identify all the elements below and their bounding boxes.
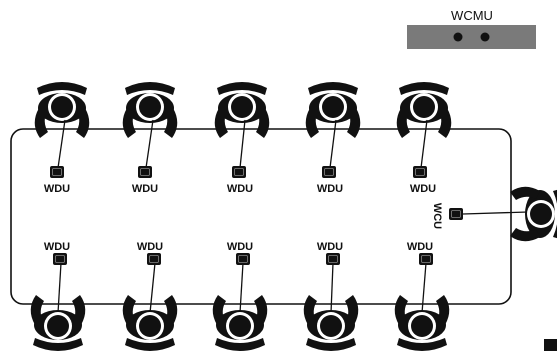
corner-mark bbox=[544, 339, 557, 351]
seat-top-5: WDU bbox=[396, 82, 452, 195]
bottom-row: WDU WDU WDU WDU WDU bbox=[30, 241, 450, 351]
mic-cable bbox=[329, 119, 337, 169]
microphone-unit-icon bbox=[321, 165, 337, 179]
seat-top-1: WDU bbox=[34, 82, 90, 195]
mic-cable bbox=[149, 262, 156, 314]
seat-top-2: WDU bbox=[122, 82, 178, 195]
wcu-label: WCU bbox=[431, 203, 443, 229]
wdu-label-bottom-5: WDU bbox=[407, 241, 433, 253]
mic-cable bbox=[330, 262, 334, 314]
wdu-label-top-1: WDU bbox=[44, 183, 70, 195]
microphone-unit-icon bbox=[412, 165, 428, 179]
wdu-label-top-5: WDU bbox=[410, 183, 436, 195]
wcmu-label: WCMU bbox=[451, 8, 493, 23]
seat-bottom-3: WDU bbox=[212, 241, 268, 351]
wdu-label-bottom-1: WDU bbox=[44, 241, 70, 253]
wdu-label-bottom-4: WDU bbox=[317, 241, 343, 253]
mic-cable bbox=[239, 119, 246, 169]
microphone-unit-icon bbox=[146, 252, 162, 266]
seat-bottom-1: WDU bbox=[30, 241, 86, 351]
wcmu-box bbox=[407, 25, 536, 49]
mic-cable bbox=[57, 262, 62, 314]
mic-cable bbox=[462, 211, 529, 215]
seat-top-4: WDU bbox=[305, 82, 361, 195]
mic-cable bbox=[145, 119, 154, 169]
seat-bottom-4: WDU bbox=[303, 241, 359, 351]
person-seated-icon bbox=[510, 186, 557, 242]
seat-top-3: WDU bbox=[214, 82, 270, 195]
microphone-unit-icon bbox=[448, 207, 464, 221]
seat-bottom-5: WDU bbox=[394, 241, 450, 351]
microphone-unit-icon bbox=[137, 165, 153, 179]
wdu-label-top-4: WDU bbox=[317, 183, 343, 195]
mic-cable bbox=[420, 119, 428, 169]
wdu-label-bottom-3: WDU bbox=[227, 241, 253, 253]
chair-seat: WCU bbox=[431, 186, 557, 242]
wdu-label-top-3: WDU bbox=[227, 183, 253, 195]
microphone-unit-icon bbox=[49, 165, 65, 179]
top-row: WDU WDU WDU WDU WDU bbox=[34, 82, 452, 195]
wcmu-led-1 bbox=[453, 32, 463, 42]
wdu-label-top-2: WDU bbox=[132, 183, 158, 195]
mic-cable bbox=[57, 119, 66, 169]
wcmu-unit: WCMU bbox=[407, 8, 536, 49]
seat-bottom-2: WDU bbox=[122, 241, 178, 351]
mic-cable bbox=[421, 262, 427, 314]
mic-cable bbox=[239, 262, 244, 314]
wdu-label-bottom-2: WDU bbox=[137, 241, 163, 253]
microphone-unit-icon bbox=[52, 252, 68, 266]
wcmu-led-2 bbox=[480, 32, 490, 42]
microphone-unit-icon bbox=[231, 165, 247, 179]
